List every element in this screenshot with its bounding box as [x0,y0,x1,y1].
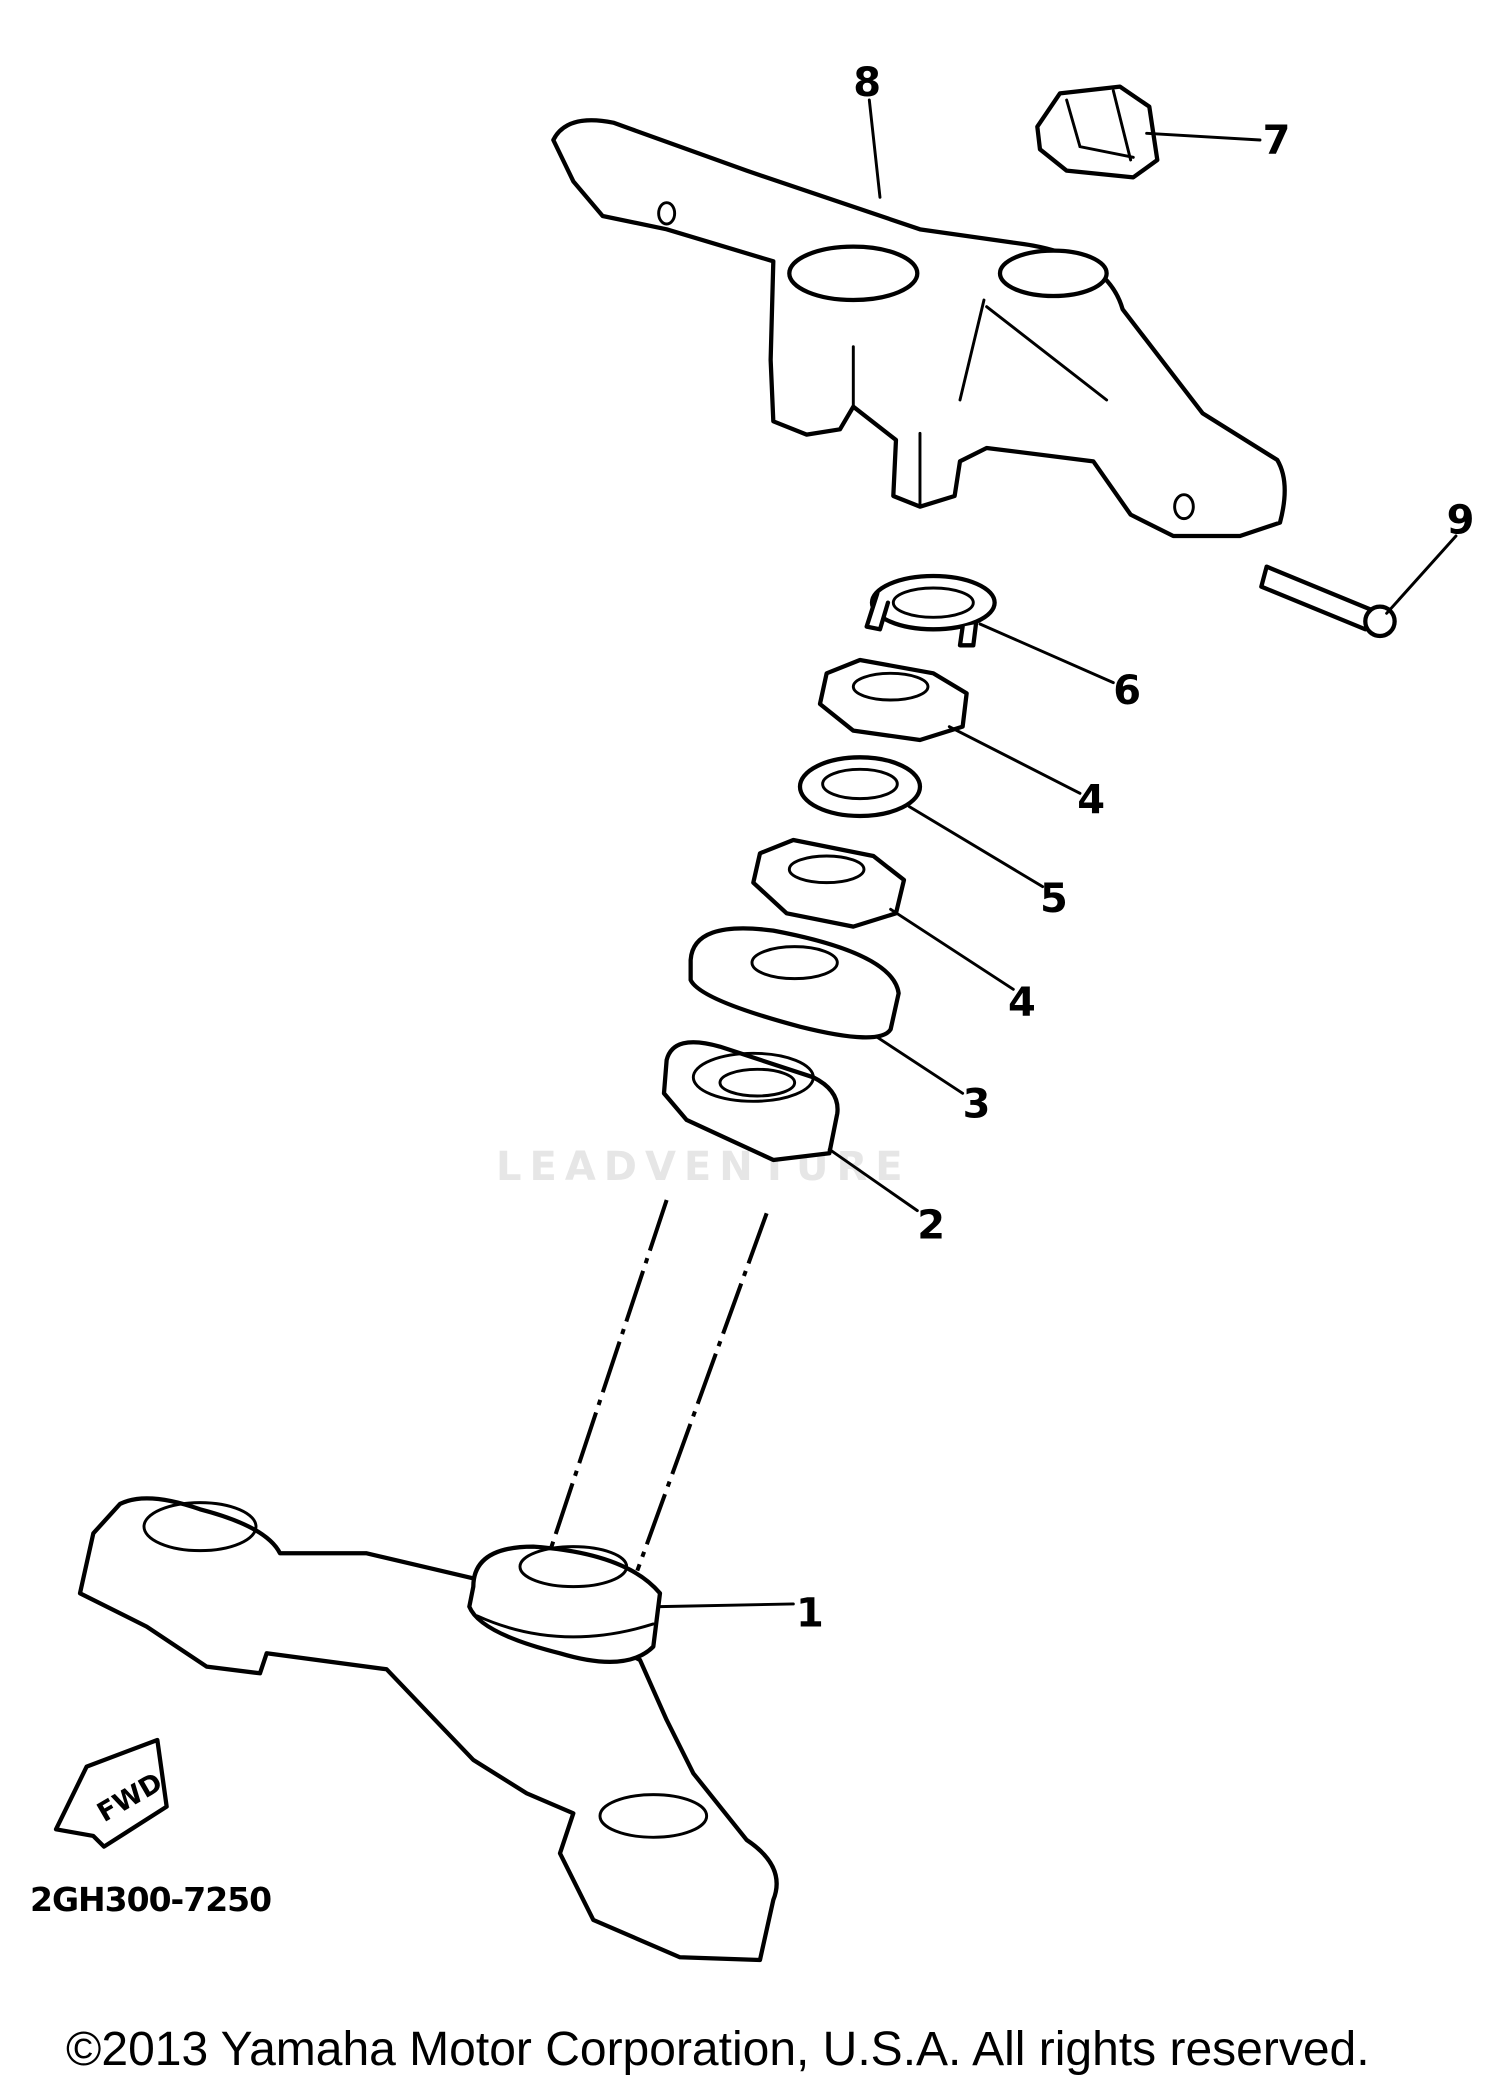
steering-stem-line-left [547,1199,669,1554]
watermark: LEADVENTURE [496,1144,911,1190]
part-label-4-upper: 4 [1077,777,1105,823]
part-label-3: 3 [963,1081,991,1127]
part-label-7: 7 [1263,117,1291,163]
forward-arrow-icon: FWD [53,1737,169,1849]
copyright-notice: ©2013 Yamaha Motor Corporation, U.S.A. A… [66,2023,1370,2076]
nut-part-7[interactable] [1035,84,1160,180]
dust-seal-part-3[interactable] [688,926,901,1040]
lock-washer-part-6[interactable] [864,573,997,648]
part-label-8: 8 [853,60,881,106]
part-label-4-lower: 4 [1008,980,1036,1026]
part-label-5: 5 [1040,876,1068,922]
part-label-1: 1 [796,1591,824,1637]
steering-stem-line-right [635,1212,769,1572]
lower-bracket[interactable] [77,1496,779,1963]
part-label-9: 9 [1447,497,1475,543]
bearing-part-2[interactable] [661,1040,840,1163]
ring-nut-part-4-upper[interactable] [817,657,969,743]
part-label-6: 6 [1113,668,1141,714]
washer-part-5[interactable] [797,755,923,819]
bolt-part-9[interactable] [1259,564,1397,639]
ring-nut-part-4-lower[interactable] [751,837,907,929]
upper-bracket-part-8[interactable] [551,118,1287,539]
bearing-part-1[interactable] [467,1544,663,1664]
leader-lines [658,98,1458,1609]
diagram-code: 2GH300-7250 [30,1880,272,1919]
part-label-2: 2 [917,1203,945,1249]
